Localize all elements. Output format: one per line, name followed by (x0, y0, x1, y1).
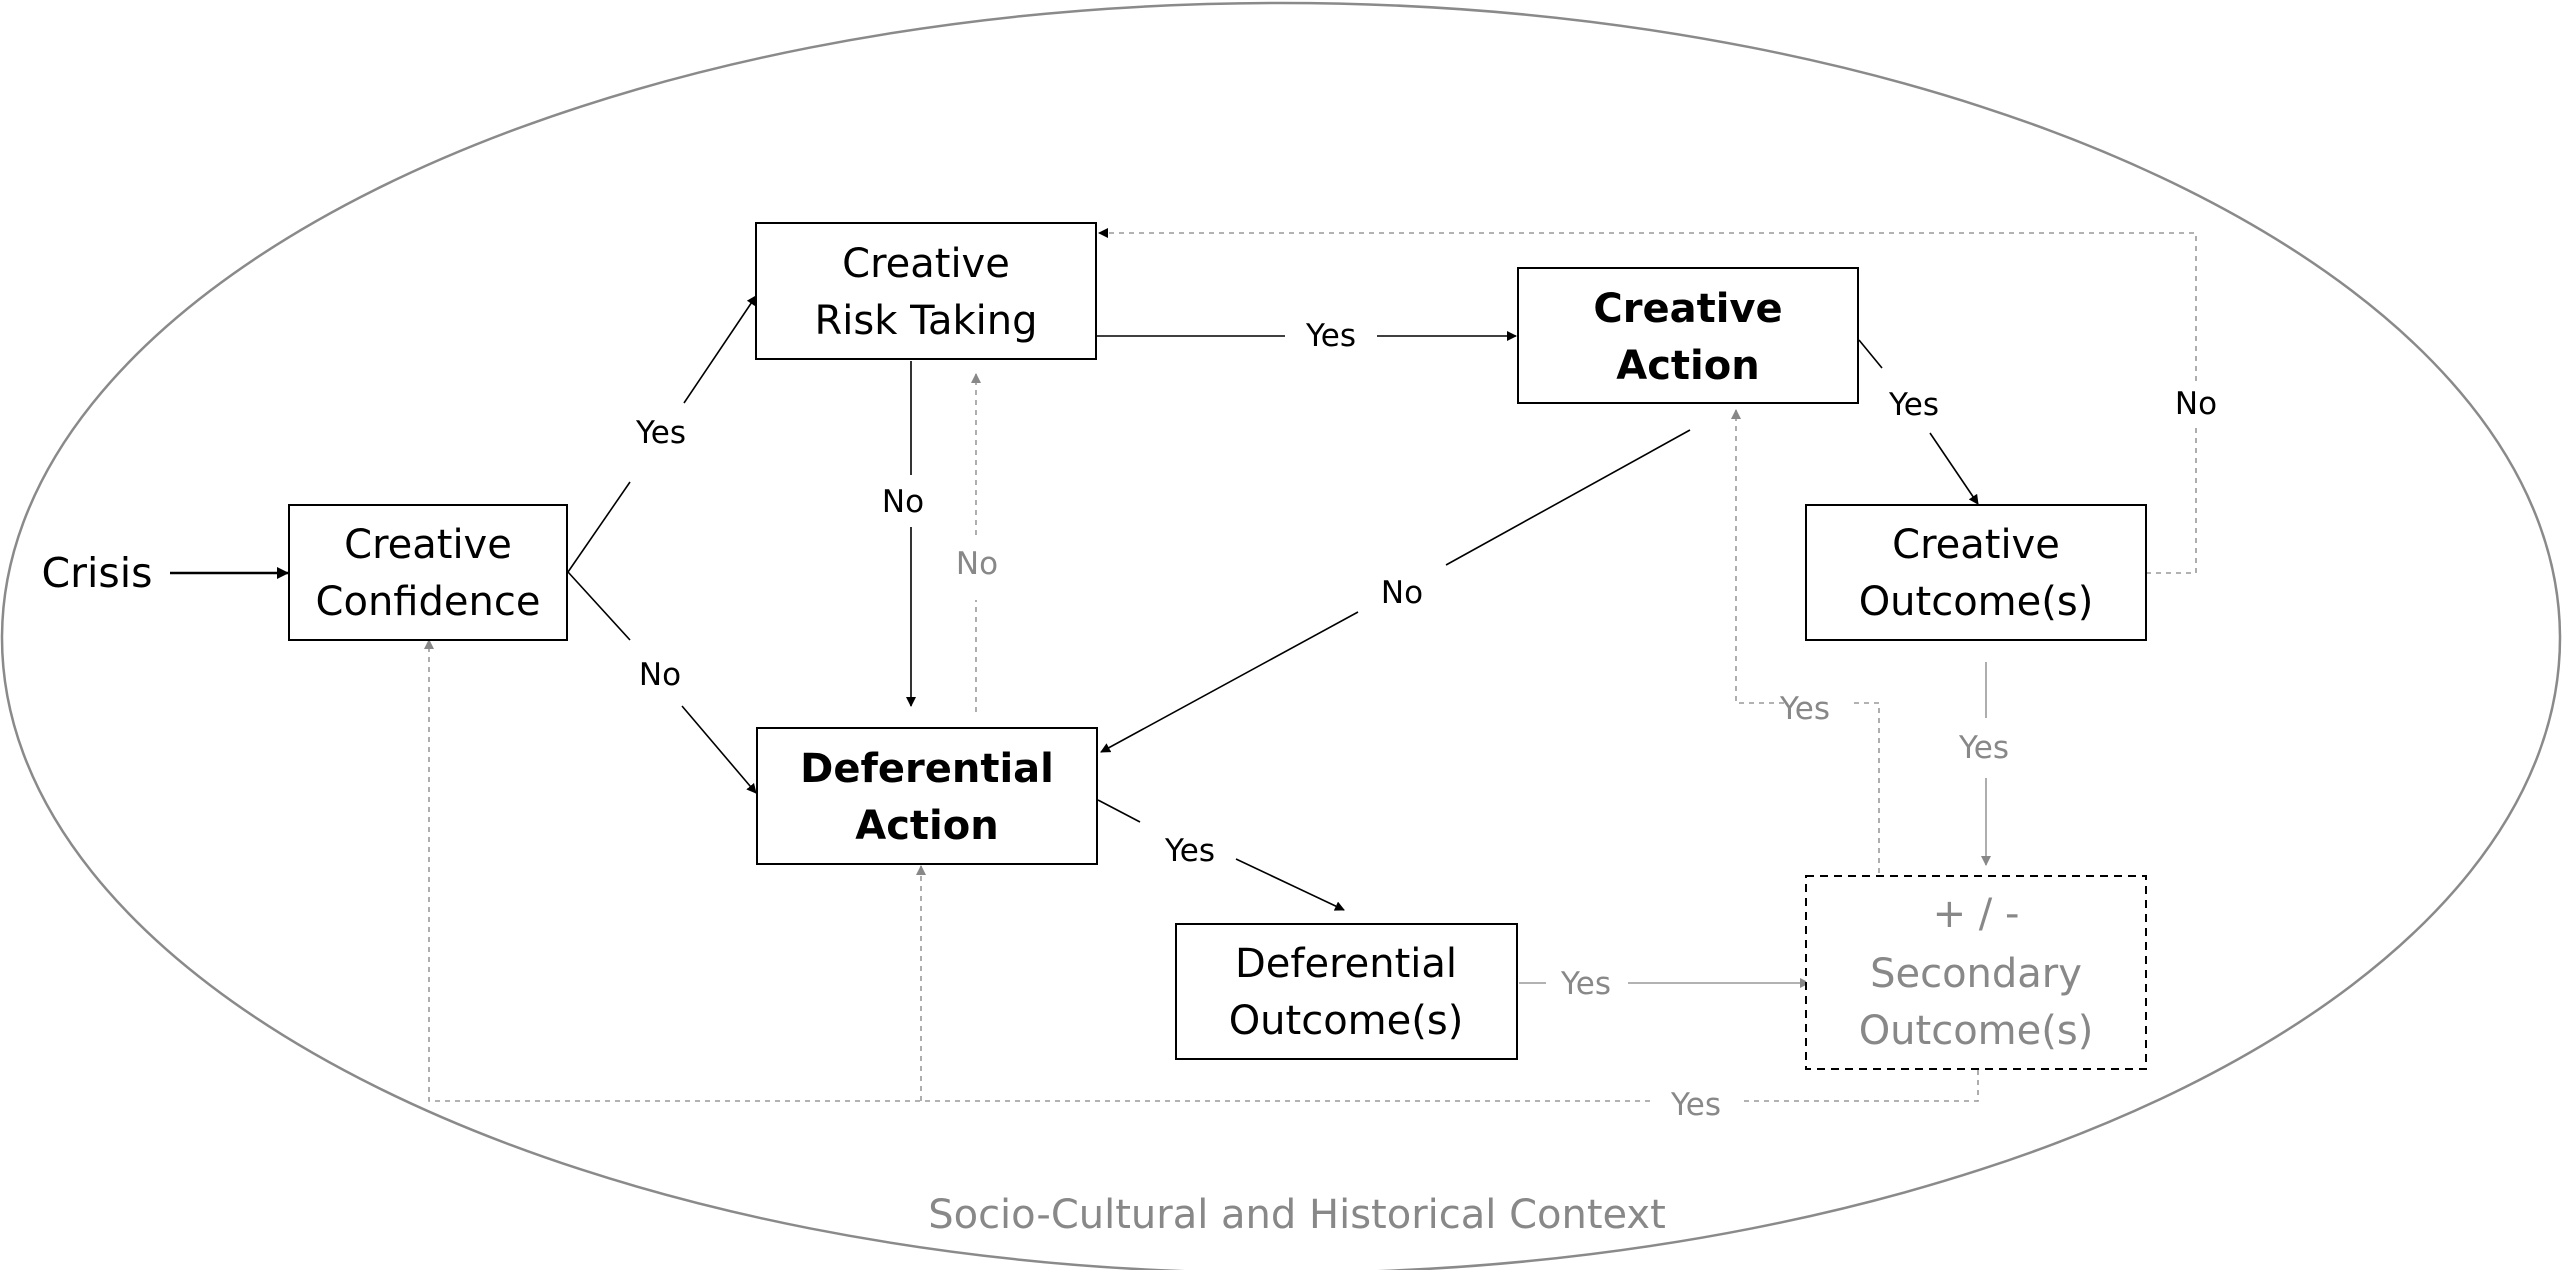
edge-label-action-deferential: No (1381, 575, 1423, 611)
edge-label-outcome-risk: No (2175, 386, 2217, 422)
edge-action-deferential-head (1100, 611, 1359, 753)
svg-text:Creative: Creative (842, 241, 1010, 287)
edge-action-deferential (1445, 429, 1691, 566)
svg-text:Secondary: Secondary (1870, 951, 2082, 997)
edge-secondary-action-head (1731, 409, 1784, 704)
node-deferential-action: Deferential Action (756, 727, 1098, 865)
edge-action-outcome (1858, 339, 1883, 369)
edge-label-action-outcome: Yes (1888, 387, 1939, 423)
svg-text:Risk Taking: Risk Taking (815, 298, 1038, 344)
svg-text:Creative: Creative (344, 522, 512, 568)
svg-text:Outcome(s): Outcome(s) (1859, 1008, 2094, 1054)
edge-secondary-feedback-right (1744, 1070, 1979, 1102)
edge-label-deferential-outcome: Yes (1164, 833, 1215, 869)
edge-label-secondary-action: Yes (1779, 691, 1830, 727)
edge-label-risk-deferential: No (882, 484, 924, 520)
edge-label-defoutcome-secondary: Yes (1560, 966, 1611, 1002)
crisis-label: Crisis (42, 549, 153, 597)
edge-label-confidence-risk: Yes (635, 415, 686, 451)
edge-secondary-feedback-left (424, 639, 1650, 1102)
edge-deferential-outcome (1097, 799, 1141, 823)
node-secondary-outcomes: + / - Secondary Outcome(s) (1805, 875, 2147, 1070)
node-creative-confidence: Creative Confidence (288, 504, 568, 641)
edge-label-risk-action: Yes (1305, 318, 1356, 354)
svg-text:Outcome(s): Outcome(s) (1229, 998, 1464, 1044)
node-creative-action: Creative Action (1517, 267, 1859, 404)
edge-confidence-risk-head (683, 295, 757, 404)
edge-label-deferential-risk: No (956, 546, 998, 582)
svg-text:Deferential: Deferential (800, 746, 1054, 792)
edge-confidence-risk (567, 481, 631, 573)
edge-outcome-risk-lower (2146, 424, 2197, 574)
node-deferential-outcomes: Deferential Outcome(s) (1175, 923, 1518, 1060)
svg-text:Creative: Creative (1892, 522, 2060, 568)
svg-text:Action: Action (855, 803, 998, 849)
context-label: Socio-Cultural and Historical Context (928, 1192, 1666, 1238)
svg-text:Deferential: Deferential (1235, 941, 1457, 987)
edge-confidence-deferential (567, 571, 631, 641)
svg-text:Creative: Creative (1593, 286, 1782, 332)
edge-label-outcome-secondary: Yes (1958, 730, 2009, 766)
node-creative-risk-taking: Creative Risk Taking (755, 222, 1097, 360)
edge-label-secondary-feedback: Yes (1670, 1087, 1721, 1123)
svg-text:Action: Action (1616, 343, 1759, 389)
svg-text:Confidence: Confidence (316, 579, 541, 625)
edge-confidence-deferential-head (681, 705, 757, 794)
edge-action-outcome-head (1929, 432, 1979, 505)
edge-secondary-action (1852, 702, 1880, 873)
svg-text:+ / -: + / - (1933, 891, 2020, 937)
svg-text:Outcome(s): Outcome(s) (1859, 579, 2094, 625)
edge-label-confidence-deferential: No (639, 657, 681, 693)
edge-deferential-outcome-head (1235, 858, 1345, 911)
node-creative-outcomes: Creative Outcome(s) (1805, 504, 2147, 641)
